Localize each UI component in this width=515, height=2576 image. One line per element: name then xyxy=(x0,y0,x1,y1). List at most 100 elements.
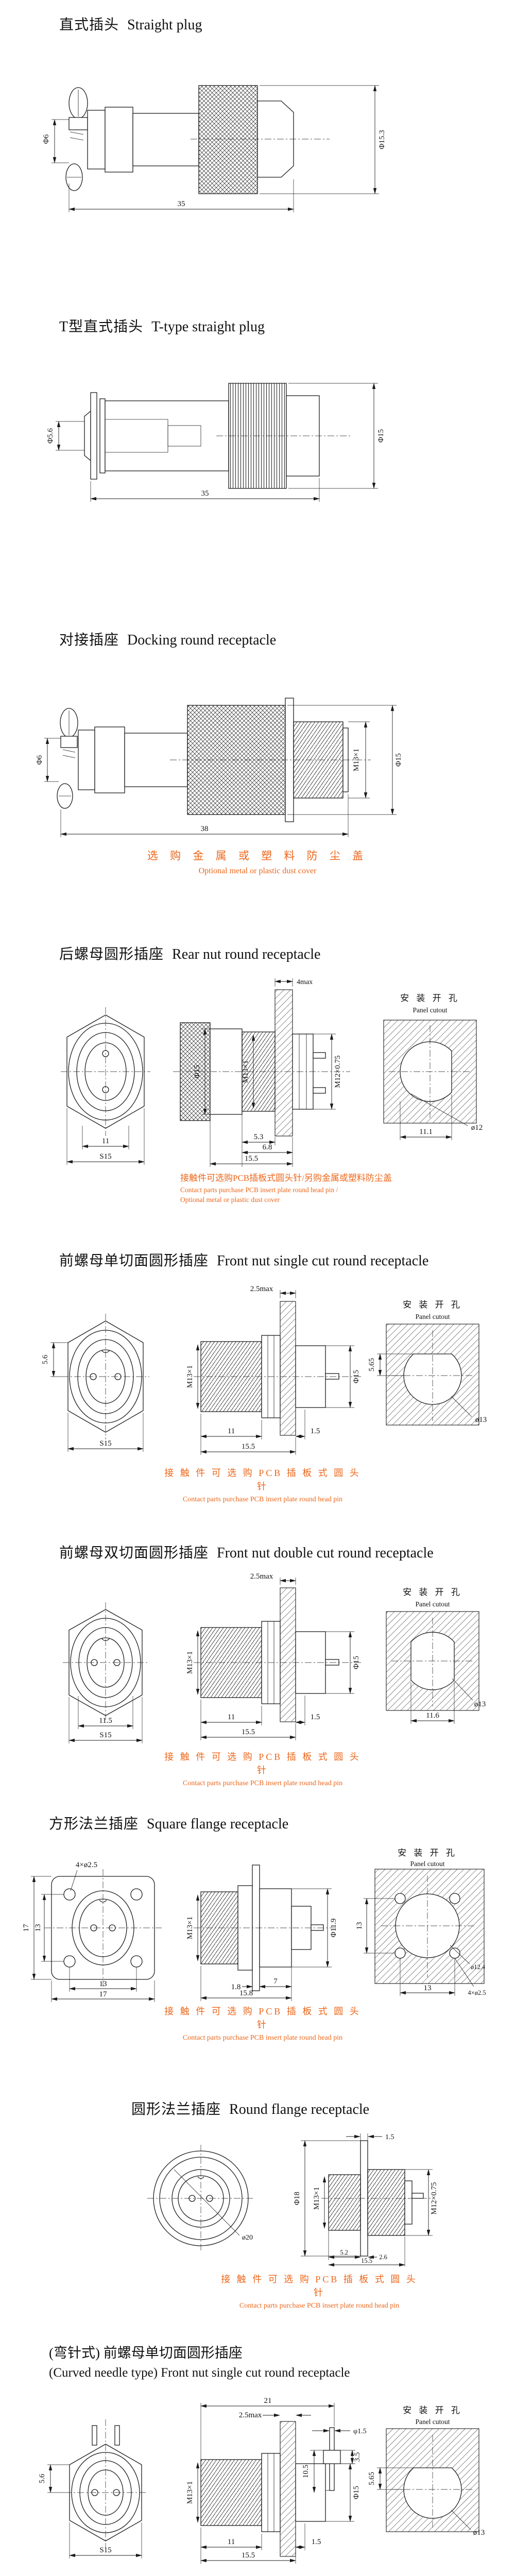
note-cn: 接触件可选购PCB插板式圆头针/另购金属或塑料防尘盖 xyxy=(180,1173,392,1183)
round-flange-drawing: ø20 1.5 Φ18 M13×1 M12×0.75 5.2 2.6 15.5 xyxy=(147,2133,438,2267)
dim-label: 15.5 xyxy=(242,1443,255,1451)
side-view: 2.5max M13×1 Φ15 11 1.5 15.5 xyxy=(186,1285,362,1455)
dim-label: 35 xyxy=(178,200,185,208)
dim-label: M13×1 xyxy=(313,2187,321,2210)
front-view: 4×ø2.5 17 13 13 17 xyxy=(22,1861,162,2002)
dim-label: Φ11.9 xyxy=(330,1919,338,1938)
dim-label: 2.5max xyxy=(250,1572,273,1581)
title-cn: 前螺母单切面圆形插座 xyxy=(59,1253,209,1269)
title-en: Docking round receptacle xyxy=(127,632,277,648)
dim-label: Φ15 xyxy=(352,1370,360,1383)
dim-label: 13 xyxy=(99,1980,107,1988)
front-view: 11 S15 xyxy=(61,1007,150,1165)
dim-label: M12×0.75 xyxy=(430,2182,438,2214)
note-cn: 接 触 件 可 选 购 PCB 插 板 式 圆 头 针 xyxy=(221,2274,418,2298)
title-en: Front nut single cut round receptacle xyxy=(217,1253,429,1269)
dim-label: 5.6 xyxy=(41,1354,49,1364)
dim-label: 1.5 xyxy=(311,1427,320,1435)
dim-label: ø12 xyxy=(471,1124,483,1132)
title-en: Straight plug xyxy=(127,17,202,33)
title-en: Front nut double cut round receptacle xyxy=(217,1545,434,1561)
rear-nut-drawing: 11 S15 4max Φ15 M13×1 M12×0.75 5.3 6.8 1… xyxy=(61,978,483,1167)
dim-label: ø13 xyxy=(475,1416,487,1424)
dim-label: 1.5 xyxy=(385,2133,394,2141)
cutout-label-en: Panel cutout xyxy=(413,1006,447,1014)
note-en: Contact parts purchase PCB insert plate … xyxy=(239,2302,400,2310)
note-cn: 接 触 件 可 选 购 PCB 插 板 式 圆 头 针 xyxy=(164,1752,361,1775)
dim-label: 5.3 xyxy=(254,1133,264,1141)
dim-label: Φ6 xyxy=(36,755,44,765)
curved-single-drawing: 5.6 S15 21 2.5max φ1.5 10.5 3.5 M13×1 Φ1… xyxy=(38,2397,485,2564)
panel-cutout-view: 安 装 开 孔 Panel cutout 5.65 ø13 xyxy=(368,2405,485,2537)
front-view: ø20 xyxy=(147,2145,254,2252)
dim-label: M13×1 xyxy=(242,1060,250,1083)
note-cn: 接 触 件 可 选 购 PCB 插 板 式 圆 头 针 xyxy=(164,1468,361,1492)
title-cn: 后螺母圆形插座 xyxy=(59,946,164,962)
note-en: Optional metal or plastic dust cover xyxy=(180,1196,280,1204)
side-view: Φ6 Φ15.3 35 xyxy=(42,85,386,212)
dim-label: 13 xyxy=(424,1984,432,1992)
title-en: T-type straight plug xyxy=(151,319,265,335)
title-cn: (弯针式) 前螺母单切面圆形插座 xyxy=(49,2345,243,2361)
cutout-label-en: Panel cutout xyxy=(415,1600,450,1608)
dim-label: 38 xyxy=(201,825,209,833)
cutout-label-en: Panel cutout xyxy=(415,2418,450,2426)
front-view: 5.6 S15 xyxy=(38,2419,146,2558)
dim-label: 15.5 xyxy=(361,2257,372,2264)
dim-label: M12×0.75 xyxy=(334,1055,342,1088)
note-en: Optional metal or plastic dust cover xyxy=(198,867,317,875)
dim-label: 15.5 xyxy=(245,1155,258,1163)
dim-label: ø13 xyxy=(474,1700,486,1708)
docking-receptacle-drawing: Φ6 M13×1 Φ15 38 xyxy=(36,698,403,837)
note-cn: 选 购 金 属 或 塑 料 防 尘 盖 xyxy=(147,850,368,862)
title-cn: 前螺母双切面圆形插座 xyxy=(59,1545,209,1561)
pcb-note: 接 触 件 可 选 购 PCB 插 板 式 圆 头 针 Contact part… xyxy=(160,1750,366,1788)
side-view: Φ5.6 Φ15 35 xyxy=(46,383,385,502)
cutout-label-cn: 安 装 开 孔 xyxy=(398,1848,457,1858)
dim-label: 13 xyxy=(355,1922,364,1930)
dim-label: 11 xyxy=(102,1137,109,1145)
dim-label: 7 xyxy=(273,1977,278,1986)
dim-label: 11.1 xyxy=(419,1128,433,1136)
dim-label: M13×1 xyxy=(186,1365,194,1388)
title-en: (Curved needle type) Front nut single cu… xyxy=(49,2366,350,2380)
dust-cover-note: 选 购 金 属 或 塑 料 防 尘 盖 Optional metal or pl… xyxy=(129,848,386,876)
dim-label: 11.5 xyxy=(99,1717,112,1725)
dim-label: Φ6 xyxy=(42,134,50,144)
cutout-label-en: Panel cutout xyxy=(415,1313,450,1320)
title-cn: 方形法兰插座 xyxy=(49,1816,139,1832)
side-view: 21 2.5max φ1.5 10.5 3.5 M13×1 Φ15 11 1.5… xyxy=(186,2397,367,2564)
dim-label: 11 xyxy=(228,1713,235,1721)
front-view: 11.5 S15 xyxy=(63,1602,148,1743)
note-cn: 接 触 件 可 选 购 PCB 插 板 式 圆 头 针 xyxy=(164,2006,361,2030)
dim-label: 2.5max xyxy=(239,2411,262,2419)
square-flange-drawing: 4×ø2.5 17 13 13 17 M13×1 Φ11.9 1.8 7 xyxy=(22,1848,486,2002)
panel-cutout-view: 安 装 开 孔 Panel cutout 5.65 ø13 xyxy=(368,1300,487,1426)
dim-label: 17 xyxy=(22,1924,30,1932)
dim-label: 1.5 xyxy=(312,2538,321,2546)
section-title-square-flange: 方形法兰插座 Square flange receptacle xyxy=(49,1812,288,1833)
side-view: 1.5 Φ18 M13×1 M12×0.75 5.2 2.6 15.5 xyxy=(293,2133,438,2267)
pcb-note: 接 触 件 可 选 购 PCB 插 板 式 圆 头 针 Contact part… xyxy=(216,2272,422,2310)
side-view: M13×1 Φ11.9 1.8 7 15.8 xyxy=(186,1865,338,2001)
dim-label: Φ15 xyxy=(352,1656,360,1669)
front-nut-single-drawing: 5.6 S15 2.5max M13×1 Φ15 11 1.5 15.5 安 装… xyxy=(41,1285,487,1455)
dim-label: S15 xyxy=(99,1439,111,1448)
dim-label: 5.65 xyxy=(368,1358,376,1371)
note-en: Contact parts purchase PCB insert plate … xyxy=(182,1496,343,1503)
dim-label: Φ15 xyxy=(394,753,403,767)
dim-label: 5.65 xyxy=(368,2472,376,2485)
dim-label: 4max xyxy=(297,978,313,986)
title-en: Square flange receptacle xyxy=(147,1816,289,1832)
front-nut-double-drawing: 11.5 S15 2.5max M13×1 Φ15 11 1.5 15.5 安 … xyxy=(63,1572,486,1743)
dim-label: 35 xyxy=(201,489,209,498)
dim-label: 5.6 xyxy=(38,2473,46,2483)
dim-label: ø12.4 xyxy=(471,1963,486,1971)
dim-label: 6.8 xyxy=(263,1143,272,1151)
pcb-note: 接 触 件 可 选 购 PCB 插 板 式 圆 头 针 Contact part… xyxy=(160,1466,366,1504)
dim-label: 4×ø2.5 xyxy=(468,1989,486,1996)
dim-label: Φ18 xyxy=(293,2192,301,2205)
